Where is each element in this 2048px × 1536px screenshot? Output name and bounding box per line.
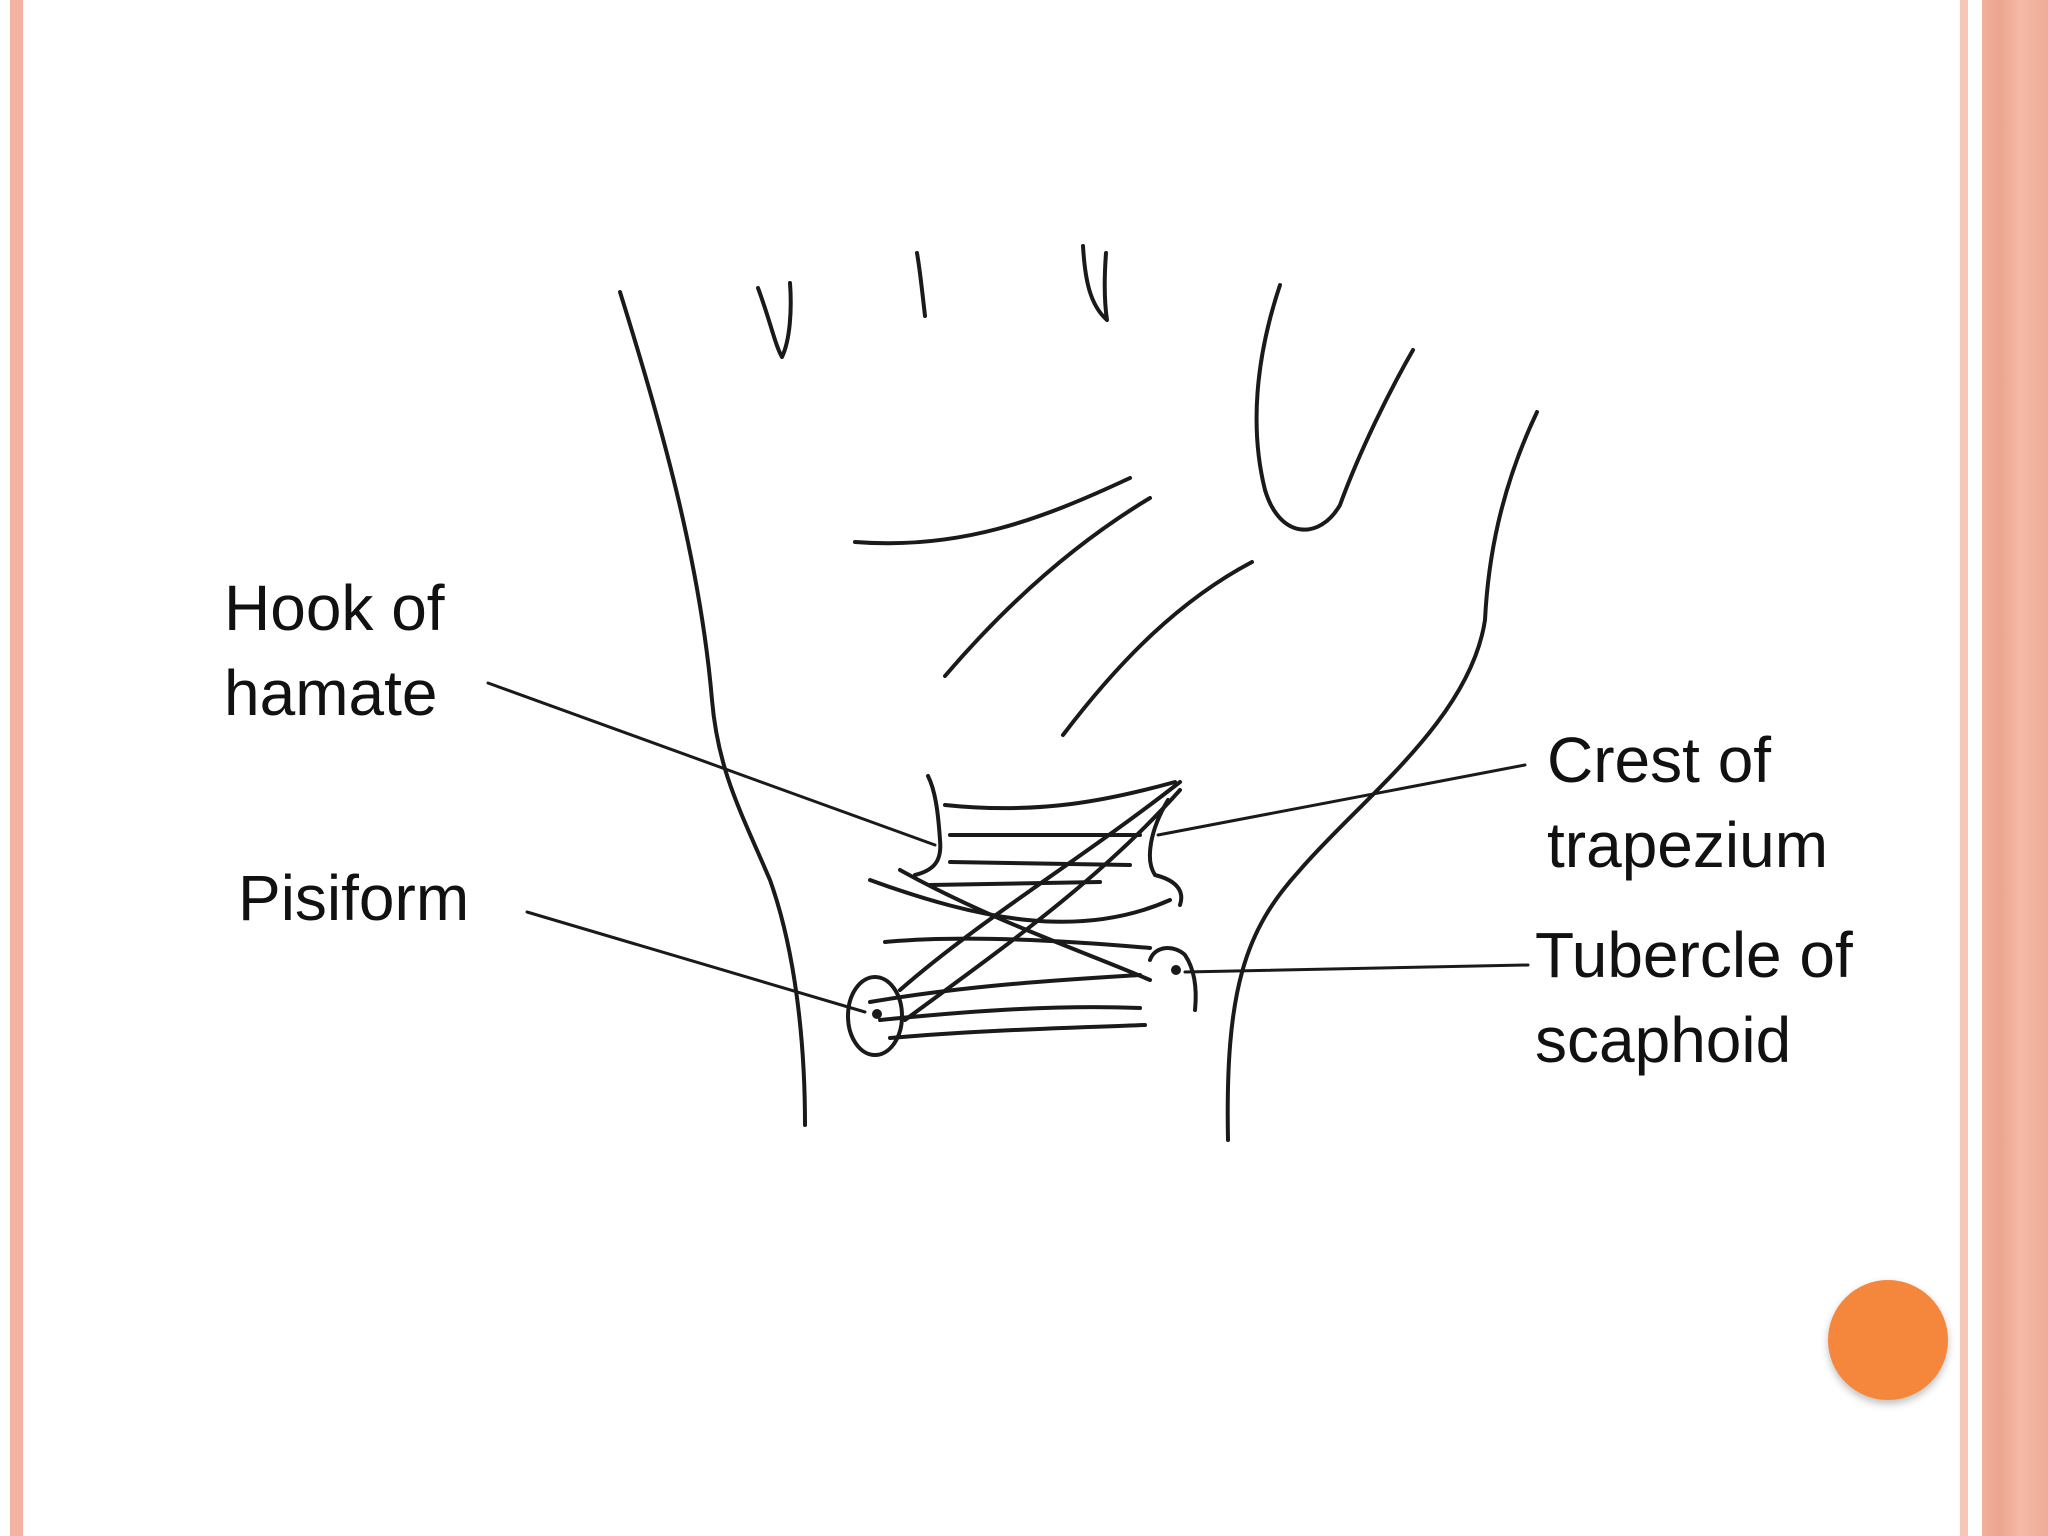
label-tubercle-of-scaphoid-line2: scaphoid bbox=[1535, 1004, 1792, 1076]
label-tubercle-of-scaphoid-line1: Tubercle of bbox=[1535, 919, 1853, 991]
slide-right-border bbox=[1960, 0, 2048, 1536]
label-hook-of-hamate-line1: Hook of bbox=[224, 572, 445, 644]
hamate-hook bbox=[913, 774, 943, 877]
finger-crease-1 bbox=[756, 281, 793, 359]
slide-background bbox=[23, 0, 1960, 1536]
hand-outline-left bbox=[618, 290, 807, 1127]
palm-crease-3 bbox=[1061, 560, 1254, 737]
retinaculum-band-2 bbox=[948, 860, 1132, 867]
retinaculum-band-3 bbox=[928, 880, 1102, 887]
label-pisiform: Pisiform bbox=[238, 862, 470, 934]
retinaculum-band-8 bbox=[888, 1023, 1147, 1040]
retinaculum-top bbox=[943, 780, 1177, 811]
cross-fiber-2 bbox=[903, 788, 1182, 1022]
leader-hook-of-hamate bbox=[486, 681, 937, 847]
label-hook-of-hamate-line2: hamate bbox=[224, 657, 438, 729]
cross-fiber-1 bbox=[898, 780, 1182, 992]
finger-crease-3 bbox=[1081, 244, 1109, 322]
slide-left-border bbox=[10, 0, 23, 1536]
pisiform-oval bbox=[846, 975, 904, 1057]
scaphoid-tubercle bbox=[1148, 946, 1198, 1012]
cross-fiber-3 bbox=[898, 868, 1152, 982]
retinaculum-band-5 bbox=[883, 936, 1152, 950]
retinaculum-band-6 bbox=[868, 973, 1142, 1004]
thumb-outline bbox=[1254, 283, 1415, 532]
label-crest-of-trapezium-line2: trapezium bbox=[1547, 809, 1828, 881]
hand-outline-right bbox=[1225, 410, 1539, 1142]
trapezium-crest bbox=[1147, 798, 1184, 907]
pisiform-dot bbox=[872, 1009, 882, 1019]
leader-tubercle-of-scaphoid bbox=[1183, 963, 1530, 974]
orange-circle-icon[interactable] bbox=[1828, 1280, 1948, 1400]
leader-pisiform bbox=[525, 910, 867, 1014]
scaphoid-dot bbox=[1171, 965, 1181, 975]
retinaculum-band-4 bbox=[868, 878, 1172, 924]
leader-crest-of-trapezium bbox=[1156, 763, 1527, 837]
palm-crease-2 bbox=[943, 496, 1152, 678]
palm-crease-1 bbox=[853, 476, 1132, 546]
finger-crease-2 bbox=[915, 251, 927, 318]
retinaculum-band-7 bbox=[878, 1005, 1142, 1022]
label-crest-of-trapezium-line1: Crest of bbox=[1547, 724, 1772, 796]
